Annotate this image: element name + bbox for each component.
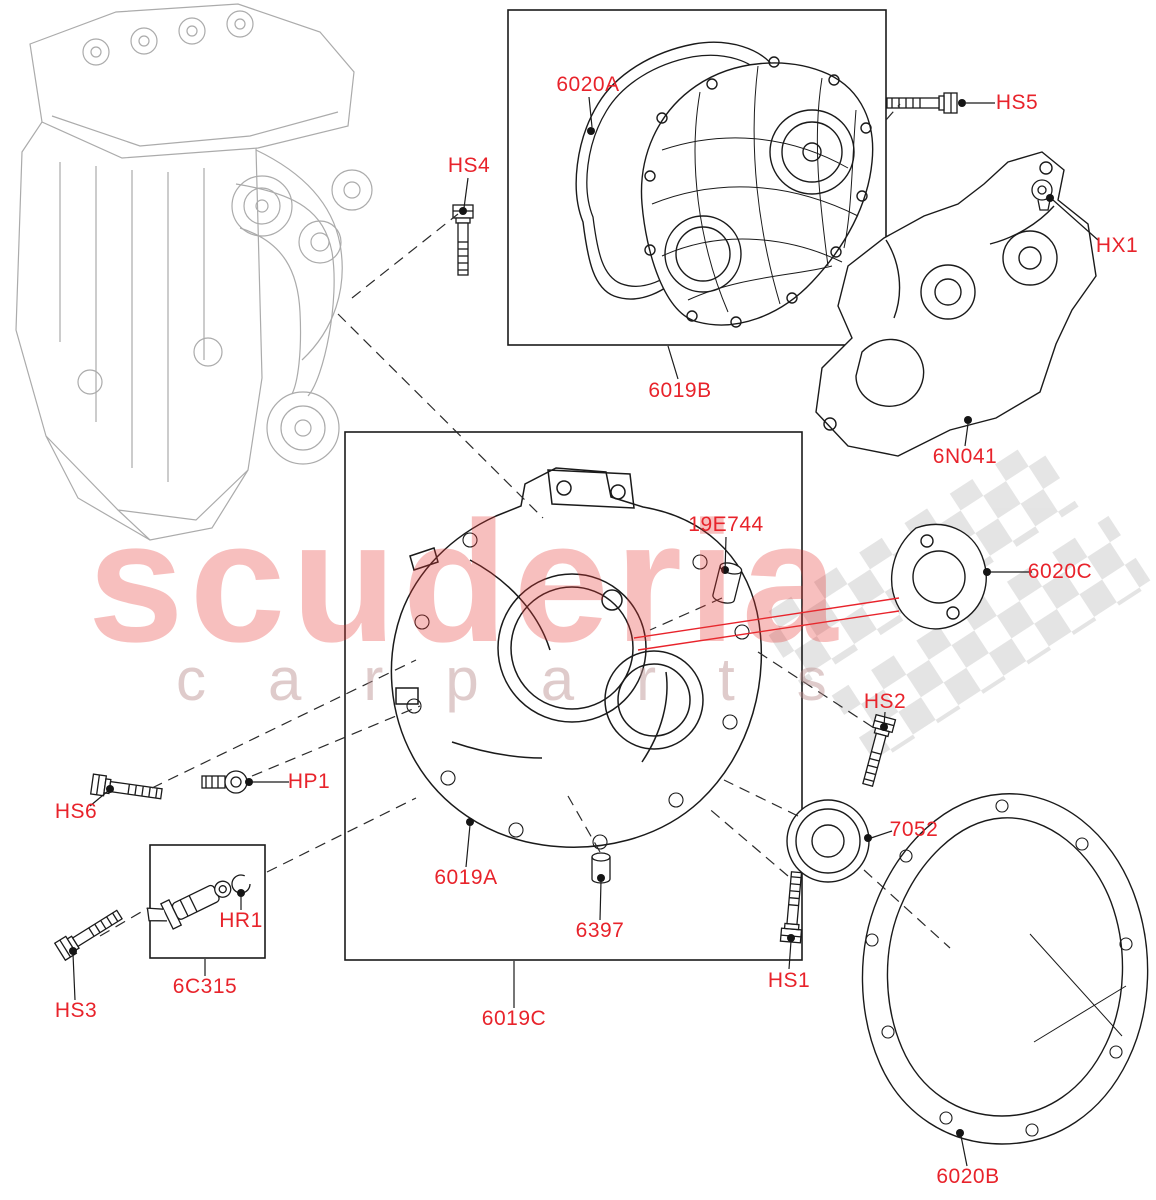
part-label-6019b: 6019B	[648, 379, 712, 402]
callout-box-6c315	[149, 844, 266, 959]
part-label-hs2: HS2	[863, 690, 907, 713]
plug-hp1	[201, 770, 248, 794]
engine-illustration	[15, 3, 373, 541]
bolt-hs6	[90, 773, 164, 805]
part-label-hs1: HS1	[767, 969, 811, 992]
dowel-6397	[591, 852, 611, 884]
callout-box-6019c	[344, 431, 803, 961]
gasket-6020c-part	[891, 523, 987, 630]
part-label-6020c: 6020C	[1027, 560, 1093, 583]
leader-dots	[69, 99, 1054, 1137]
cover-6019b-part	[640, 56, 874, 328]
red-pointer-lines	[633, 597, 900, 651]
part-label-19e744: 19E744	[688, 513, 764, 536]
dowel-19e744	[712, 562, 743, 604]
part-label-hs5: HS5	[995, 91, 1039, 114]
part-label-6397: 6397	[575, 919, 625, 942]
seal-7052-part	[786, 799, 870, 883]
sensor-6c315	[146, 880, 232, 930]
heat-shield-6n041-part	[815, 151, 1097, 457]
plug-hx1	[1031, 179, 1053, 211]
small-parts	[146, 179, 1053, 930]
part-label-6019c: 6019C	[481, 1007, 547, 1030]
part-label-6c315: 6C315	[172, 975, 238, 998]
callout-box-6019b	[507, 9, 887, 346]
part-label-hs3: HS3	[54, 999, 98, 1022]
part-label-hs4: HS4	[447, 154, 491, 177]
part-label-6n041: 6N041	[932, 445, 998, 468]
bolt-hs3	[54, 905, 126, 961]
dashed-construction-lines	[99, 103, 951, 949]
part-label-hx1: HX1	[1095, 234, 1139, 257]
bolt-hs5	[886, 92, 958, 114]
part-label-6019a: 6019A	[434, 866, 498, 889]
part-label-hs6: HS6	[54, 800, 98, 823]
gasket-6020b-part	[861, 793, 1149, 1145]
part-label-6020a: 6020A	[556, 73, 620, 96]
part-label-hp1: HP1	[287, 770, 331, 793]
part-label-6020b: 6020B	[936, 1165, 1000, 1188]
part-label-7052: 7052	[889, 818, 939, 841]
part-label-hr1: HR1	[219, 909, 263, 932]
timing-cover-6019a-part	[390, 467, 763, 850]
leader-lines	[72, 96, 1099, 1167]
